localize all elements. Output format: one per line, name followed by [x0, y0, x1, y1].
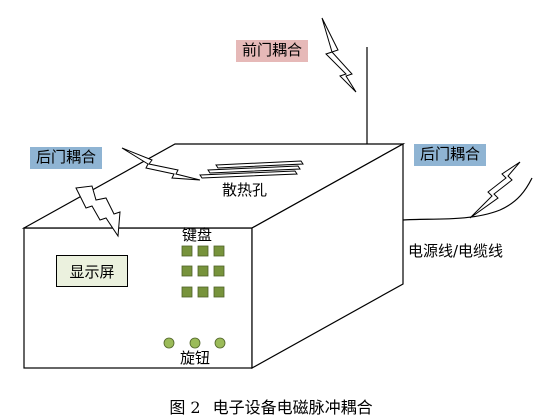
- power-cable: [402, 177, 533, 221]
- lightning-front-icon: [321, 17, 357, 93]
- device-side-face: [251, 142, 404, 370]
- knobs-label: 旋钮: [180, 349, 211, 367]
- display-screen: 显示屏: [56, 255, 128, 287]
- back-coupling-right-label: 后门耦合: [414, 144, 487, 166]
- lightning-back-left-icon: [121, 147, 201, 181]
- front-coupling-label: 前门耦合: [236, 40, 309, 62]
- display-label: 显示屏: [69, 262, 115, 281]
- knobs: [163, 337, 226, 349]
- back-coupling-left-label: 后门耦合: [30, 147, 103, 169]
- lightning-back-lower-icon: [75, 185, 121, 238]
- keyboard-keys: [181, 245, 225, 298]
- vents-label: 散热孔: [222, 181, 268, 199]
- figure-caption: 图 2 电子设备电磁脉冲耦合: [0, 394, 542, 418]
- power-cable-label: 电源线/电缆线: [408, 242, 504, 260]
- figure-number: 图 2: [169, 398, 201, 417]
- figure-title: 电子设备电磁脉冲耦合: [212, 398, 373, 417]
- keyboard-label: 键盘: [182, 226, 213, 244]
- vent-slots: [199, 160, 304, 179]
- lightning-back-right-icon: [469, 161, 521, 219]
